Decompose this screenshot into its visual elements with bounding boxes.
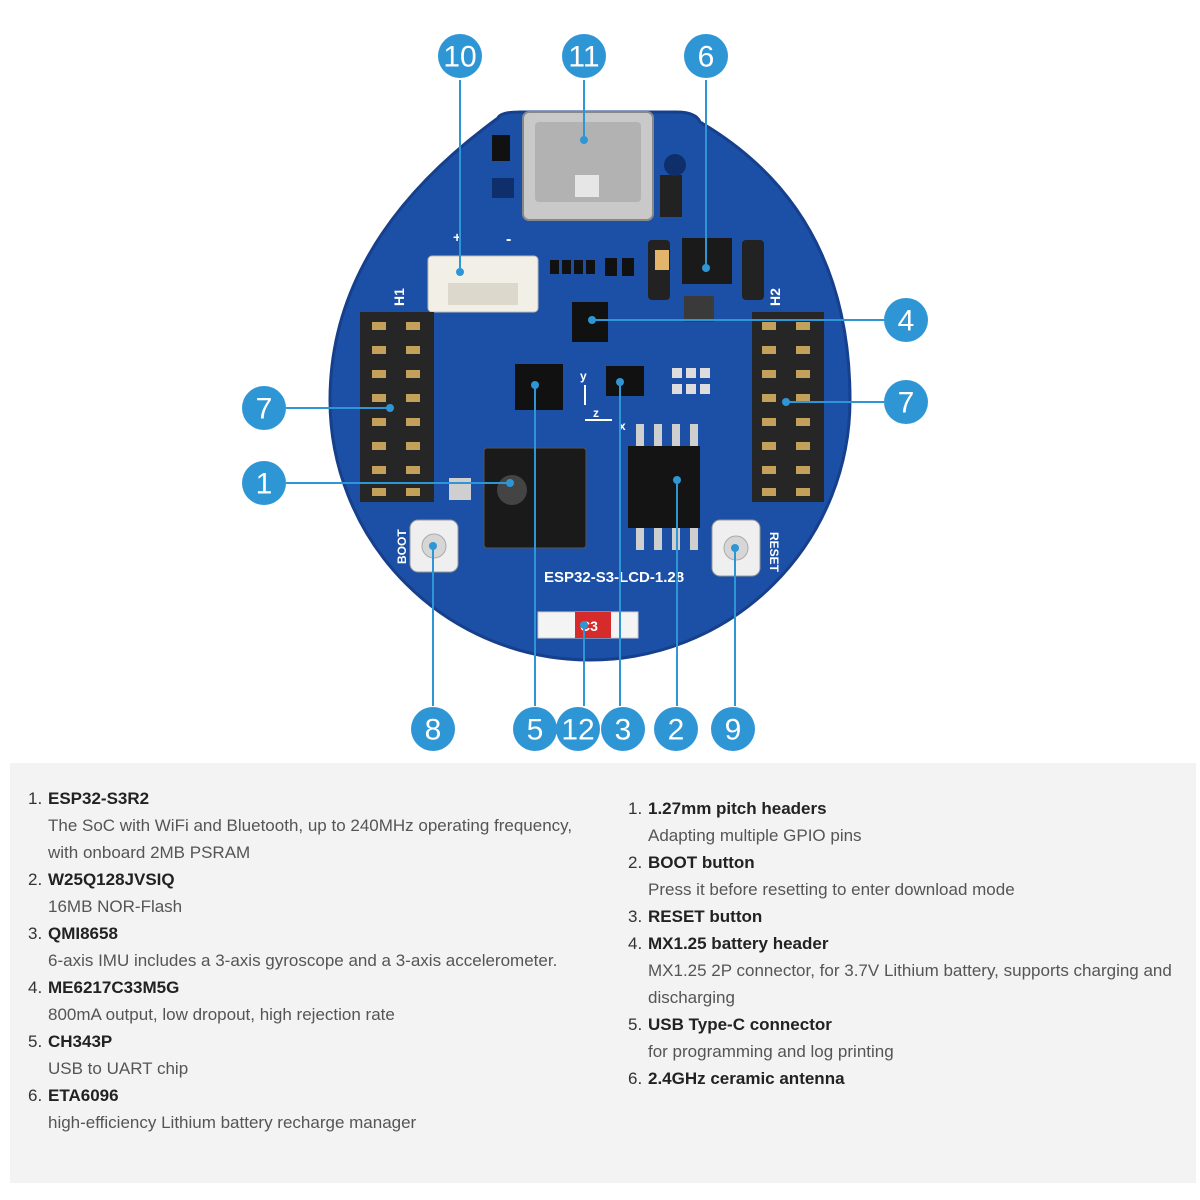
axis-x-label: x [619,419,626,433]
imu-chip [606,366,644,396]
item-description: The SoC with WiFi and Bluetooth, up to 2… [48,816,573,862]
callout-7-left: 7 [242,386,286,430]
callout-11: 11 [562,34,606,78]
callout-7-right: 7 [884,380,928,424]
callout-10: 10 [438,34,482,78]
reset-silk-label: RESET [767,532,781,573]
item-description: 800mA output, low dropout, high rejectio… [48,1005,395,1024]
board-name-silk: ESP32-S3-LCD-1.28 [544,569,684,586]
boot-silk-label: BOOT [395,529,409,564]
callout-5: 5 [513,707,557,751]
item-description: USB to UART chip [48,1059,189,1078]
svg-text:8: 8 [425,714,442,747]
item-description: high-efficiency Lithium battery recharge… [48,1113,417,1132]
callout-12: 12 [556,707,600,751]
ch343p-chip [515,364,563,410]
svg-text:7: 7 [898,387,915,420]
list-item: 6. 2.4GHz ceramic antenna [628,1065,1188,1092]
list-item: 5. USB Type-C connector for programming an… [628,1011,1188,1065]
item-title: 2.4GHz ceramic antenna [648,1069,845,1088]
svg-text:3: 3 [615,714,632,747]
item-title: ESP32-S3R2 [48,789,150,808]
item-title: USB Type-C connector [648,1015,832,1034]
list-item: 2. W25Q128JVSIQ 16MB NOR-Flash [28,866,588,920]
item-number: 5. [28,1032,43,1051]
svg-text:9: 9 [725,714,742,747]
item-number: 5. [628,1015,643,1034]
callout-4: 4 [884,298,928,342]
item-title: BOOT button [648,853,755,872]
svg-text:10: 10 [443,41,476,74]
callout-3: 3 [601,707,645,751]
list-item: 5. CH343P USB to UART chip [28,1028,588,1082]
list-item: 6. ETA6096 high-efficiency Lithium battery… [28,1082,588,1136]
item-title: MX1.25 battery header [648,934,829,953]
item-title: QMI8658 [48,924,118,943]
axis-y-label: y [580,369,587,383]
h2-label: H2 [767,288,783,306]
svg-text:7: 7 [256,393,273,426]
item-title: RESET button [648,907,763,926]
list-item: 3. QMI8658 6-axis IMU includes a 3-axis gy… [28,920,588,974]
callout-1: 1 [242,461,286,505]
flash-chip [628,446,700,528]
board-diagram: + - y z x [242,34,928,751]
axis-z-label: z [593,406,599,420]
item-number: 2. [628,853,643,872]
item-description: 6-axis IMU includes a 3-axis gyroscope a… [48,951,558,970]
item-description: MX1.25 2P connector, for 3.7V Lithium ba… [648,961,1172,1007]
plus-label: + [453,229,461,245]
list-item: 3. RESET button [628,903,1188,930]
svg-text:11: 11 [568,41,599,74]
item-title: 1.27mm pitch headers [648,799,827,818]
item-description: 16MB NOR-Flash [48,897,183,916]
item-title: CH343P [48,1032,113,1051]
callout-6: 6 [684,34,728,78]
svg-text:4: 4 [898,305,915,338]
item-number: 6. [628,1069,643,1088]
svg-text:2: 2 [668,714,685,747]
callout-9: 9 [711,707,755,751]
item-description: Adapting multiple GPIO pins [648,826,862,845]
callout-2: 2 [654,707,698,751]
minus-label: - [506,231,511,248]
h1-label: H1 [391,288,407,306]
item-number: 3. [28,924,43,943]
callout-8: 8 [411,707,455,751]
item-number: 3. [628,907,643,926]
item-number: 4. [628,934,643,953]
item-number: 1. [628,799,643,818]
list-item: 4. ME6217C33M5G 800mA output, low dropout,… [28,974,588,1028]
item-number: 1. [28,789,43,808]
svg-text:6: 6 [698,41,715,74]
item-description: for programming and log printing [648,1042,894,1061]
item-title: W25Q128JVSIQ [48,870,175,889]
item-number: 2. [28,870,43,889]
header-h2 [752,312,824,502]
item-number: 6. [28,1086,43,1105]
item-title: ME6217C33M5G [48,978,180,997]
svg-text:12: 12 [561,714,594,747]
svg-text:1: 1 [256,468,273,501]
item-description: Press it before resetting to enter downl… [648,880,1015,899]
item-number: 4. [28,978,43,997]
item-title: ETA6096 [48,1086,119,1105]
svg-text:5: 5 [527,714,544,747]
